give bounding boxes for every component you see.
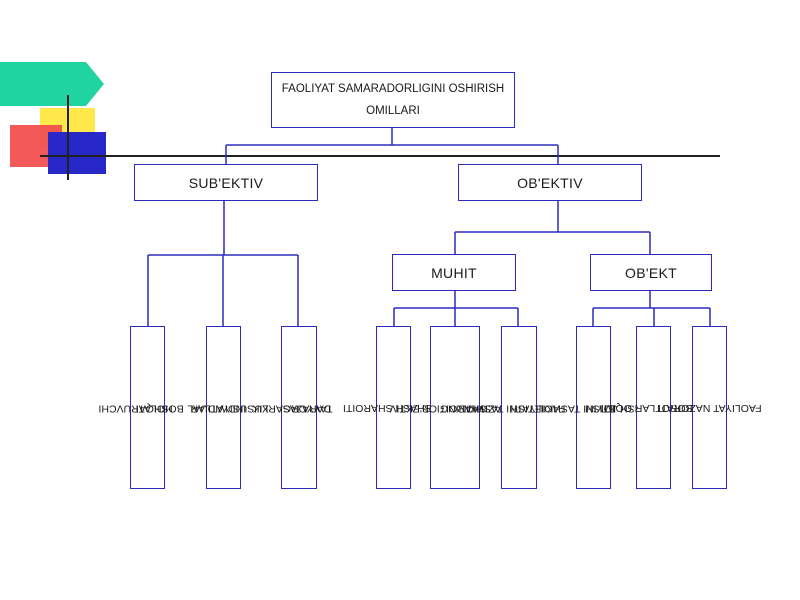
environment-node: MUHIT [392, 254, 516, 291]
subjective-label: SUB'EKTIV [188, 174, 264, 191]
decor-blue-square [48, 132, 106, 174]
root-title-line1: FAOLIYAT SAMARADORLIGINI OSHIRISH [281, 83, 505, 95]
factor-living-conditions: YASHASH SHAROITI [343, 326, 444, 489]
root-node: FAOLIYAT SAMARADORLIGINI OSHIRISH OMILLA… [271, 72, 515, 128]
object-label: OB'EKT [625, 264, 677, 281]
environment-label: MUHIT [431, 264, 477, 281]
object-node: OB'EKT [590, 254, 712, 291]
objective-label: OB'EKTIV [517, 174, 583, 191]
factor-information-flow: AXBOROTLAR OQIMI [601, 326, 706, 489]
decor-green-arrow-tip [86, 62, 104, 106]
root-title-line2: OMILLARI [366, 105, 420, 117]
decor-horizontal-rule [40, 155, 720, 157]
decor-vertical-rule [67, 95, 69, 180]
subjective-node: SUB'EKTIV [134, 164, 318, 201]
factor-activity-control: FAOLIYAT NAZORATI [658, 326, 761, 489]
objective-node: OB'EKTIV [458, 164, 642, 201]
decor-green-arrow [0, 62, 86, 106]
